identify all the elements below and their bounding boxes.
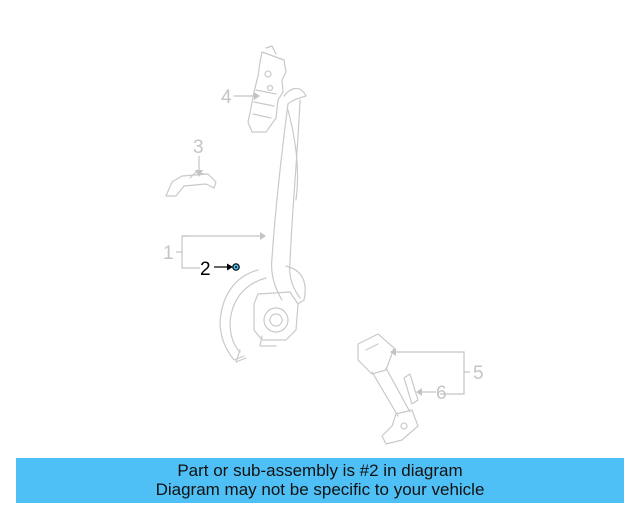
leader-lines xyxy=(176,92,470,396)
callout-3: 3 xyxy=(193,137,204,158)
part-1-seat-belt-assembly xyxy=(219,87,307,363)
part-6-washer xyxy=(403,373,419,405)
part-4-height-adjuster xyxy=(247,45,287,133)
part-2-fastener[interactable] xyxy=(232,263,240,271)
callout-2[interactable]: 2 xyxy=(200,259,211,280)
callout-1: 1 xyxy=(163,243,174,264)
diagram-notice-banner: Part or sub-assembly is #2 in diagram Di… xyxy=(16,458,624,503)
part-5-buckle-assembly xyxy=(357,333,419,445)
part-3-belt-guide xyxy=(165,171,217,197)
callout-5: 5 xyxy=(473,363,484,384)
callout-4: 4 xyxy=(221,87,232,108)
callout-6: 6 xyxy=(436,383,447,404)
banner-line-part-number: Part or sub-assembly is #2 in diagram xyxy=(177,461,463,480)
banner-line-disclaimer: Diagram may not be specific to your vehi… xyxy=(155,480,485,499)
